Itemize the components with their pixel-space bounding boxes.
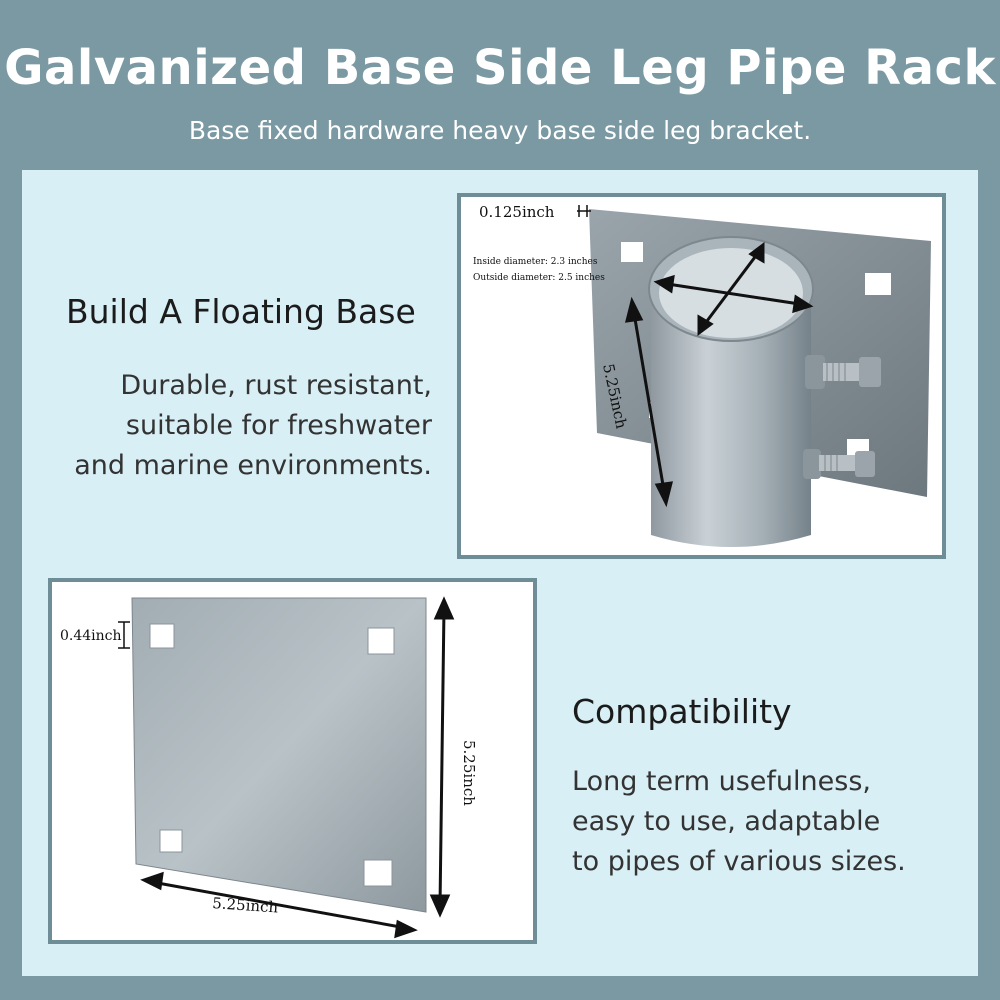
- plate-width-arrow: [140, 871, 418, 939]
- page-subtitle: Base fixed hardware heavy base side leg …: [188, 116, 812, 145]
- outside-diameter-label: Outside diameter: 2.5 inches: [473, 273, 605, 283]
- bracket-photo: 0.125inch Inside diameter: 2.3 inches Ou…: [457, 193, 946, 559]
- diameter-arrows: [653, 242, 814, 336]
- floating-base-line-1: Durable, rust resistant,: [120, 370, 432, 401]
- plate-slot: [149, 623, 175, 649]
- slot-marker: [118, 621, 130, 649]
- floating-base-line-2: suitable for freshwater: [125, 410, 432, 441]
- floating-base-heading: Build A Floating Base: [66, 292, 416, 331]
- upper-bolt: [805, 355, 881, 389]
- page-title: Galvanized Base Side Leg Pipe Rack: [4, 40, 996, 96]
- plate-width-label: 5.25inch: [212, 894, 279, 917]
- plate-height-label: 5.25inch: [460, 740, 478, 806]
- compatibility-description: Long term usefulness, easy to use, adapt…: [572, 762, 952, 882]
- thickness-label: 0.125inch: [479, 203, 555, 221]
- lower-bolt: [803, 449, 875, 479]
- floating-base-line-3: and marine environments.: [74, 450, 432, 481]
- plate-slot: [621, 242, 643, 262]
- bracket-illustration: 0.125inch Inside diameter: 2.3 inches Ou…: [473, 203, 931, 547]
- slot-size-label: 0.44inch: [60, 628, 122, 644]
- flat-plate: [131, 597, 427, 913]
- thickness-marker: [577, 205, 591, 217]
- inside-diameter-label: Inside diameter: 2.3 inches: [473, 257, 598, 267]
- plate-illustration: 0.44inch 5.25inch 5.25inch: [60, 596, 478, 939]
- plate-slot: [159, 829, 183, 853]
- floating-base-description: Durable, rust resistant, suitable for fr…: [40, 366, 432, 486]
- compatibility-heading: Compatibility: [572, 692, 792, 731]
- height-arrow: [625, 296, 673, 508]
- plate-slot: [367, 627, 395, 655]
- plate-slot: [865, 273, 891, 295]
- compatibility-line-2: easy to use, adaptable: [572, 806, 881, 837]
- plate-photo: 0.44inch 5.25inch 5.25inch: [48, 578, 537, 944]
- compatibility-line-1: Long term usefulness,: [572, 766, 871, 797]
- compatibility-line-3: to pipes of various sizes.: [572, 846, 906, 877]
- pipe-body: [651, 291, 811, 547]
- plate-slot: [363, 859, 393, 887]
- plate-height-arrow: [429, 596, 455, 918]
